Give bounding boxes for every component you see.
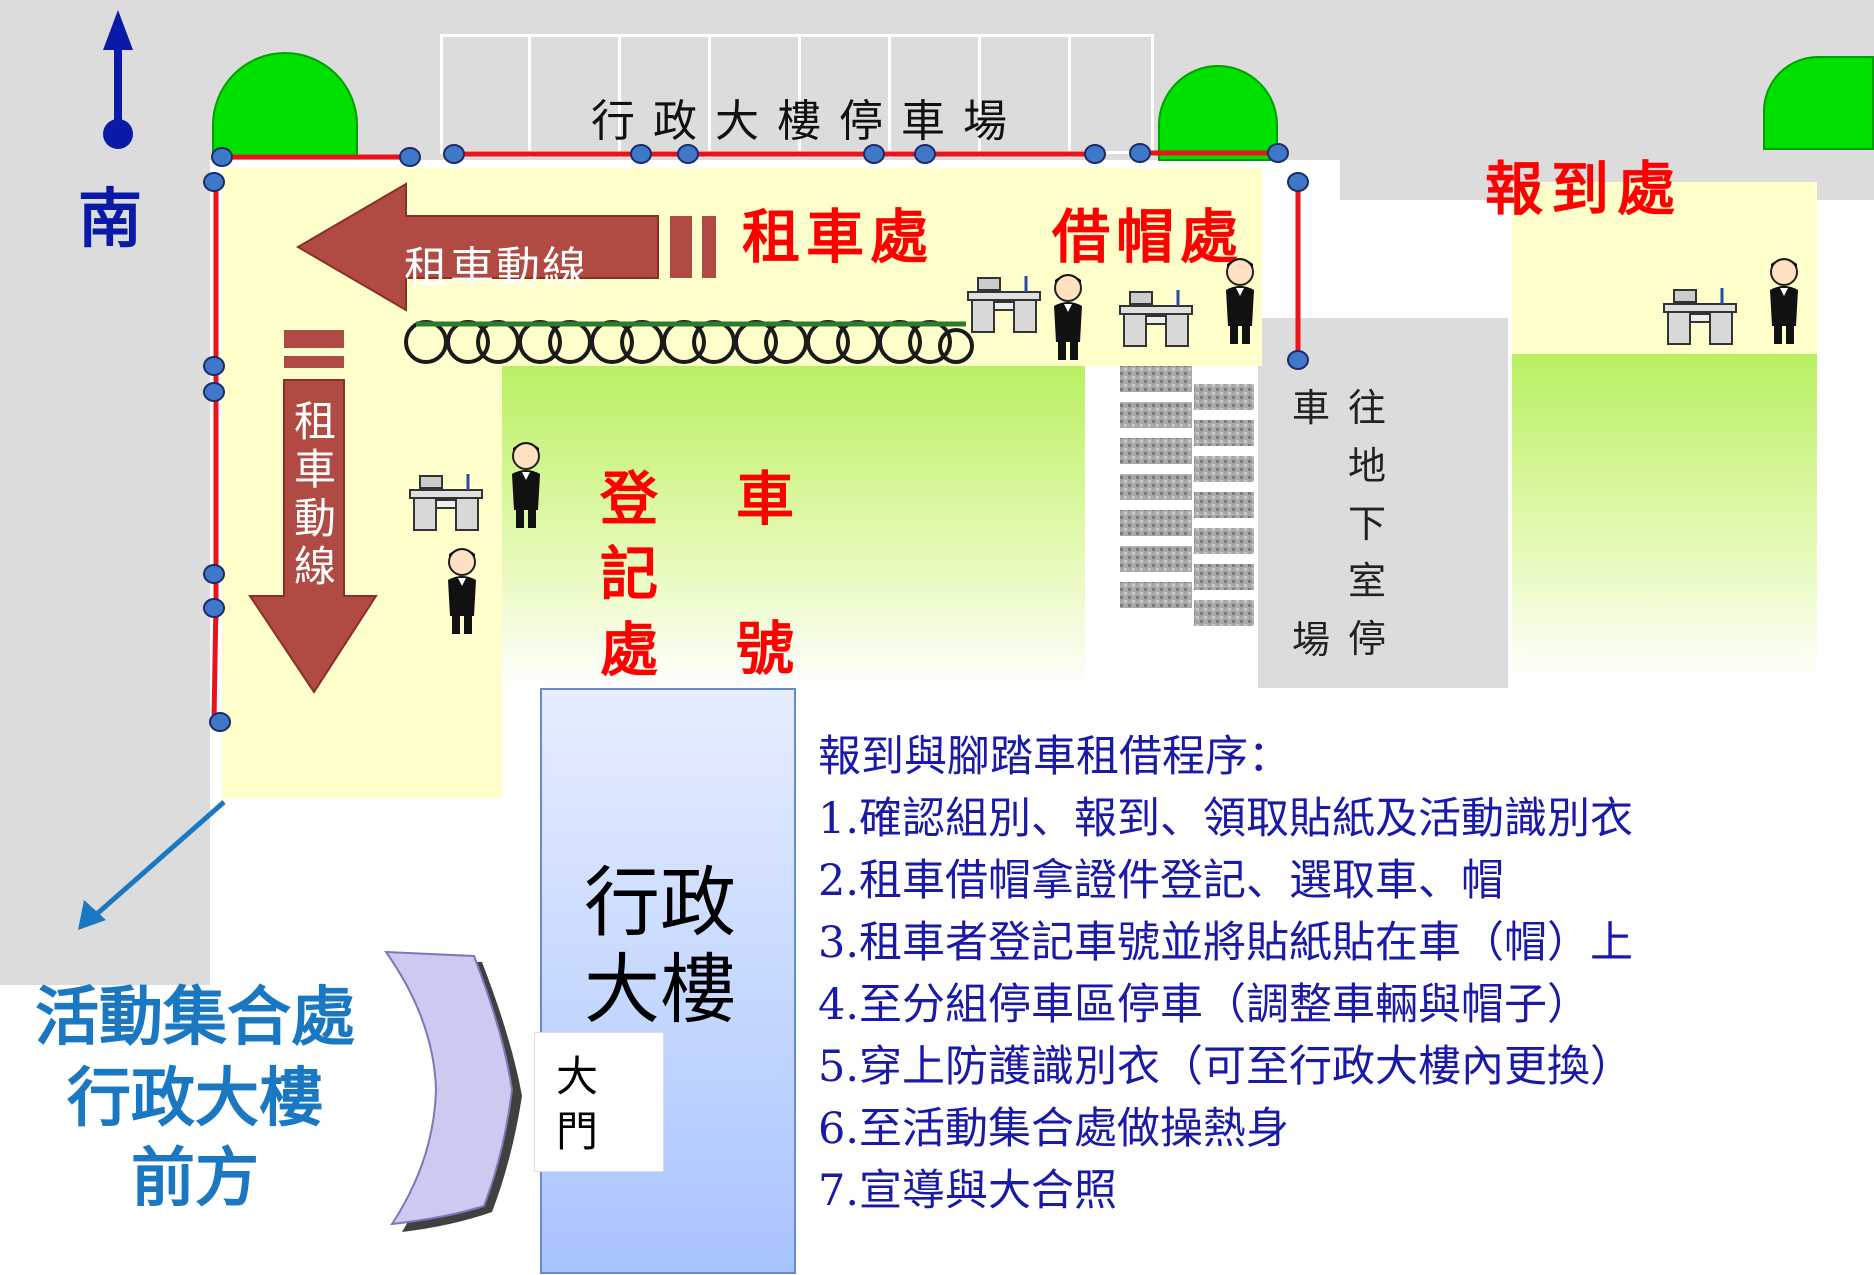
rental-flow-arrow-horizontal [296,182,716,312]
underground-label-right: 往 地 下 室 停 [1347,386,1386,661]
main-gate [534,1032,664,1172]
road-left [0,0,210,985]
staff-helmet [1226,258,1254,344]
staff-registration-1 [512,442,540,528]
rental-flow-label-vertical: 租 車 動 線 [293,397,336,591]
staff-rental [1054,274,1082,360]
procedure-step: 7.宣導與大合照 [818,1166,1118,1216]
registration-label-col1: 登 記 處 [600,465,659,684]
procedure-step: 5.穿上防護識別衣（可至行政大樓內更換） [818,1042,1634,1092]
staff-checkin [1770,258,1798,344]
underground-label-left: 車 場 [1291,386,1330,662]
checkin-desk [1663,288,1737,345]
registration-desk [409,474,483,531]
parking-lot-label: 行 政 大 樓 停 車 場 [591,96,1009,147]
rental-station-label: 租車處 [742,203,935,271]
assembly-arrow [78,800,226,930]
helmet-station-label: 借帽處 [1052,203,1245,271]
registration-label-col2: 車 號 [736,465,795,684]
building-label: 行政 大樓 [584,858,736,1034]
main-gate-label: 大 門 [556,1052,599,1156]
helmet-desk [1119,290,1193,347]
stairs [1120,366,1254,626]
rental-flow-label-horizontal: 租車動線 [404,243,588,294]
main-gate-canopy [384,950,522,1232]
direction-label: 南 [78,182,142,257]
procedure-step: 2.租車借帽拿證件登記、選取車、帽 [818,856,1505,906]
hedge-2 [1158,65,1278,161]
procedure-step: 1.確認組別、報到、領取貼紙及活動識別衣 [818,794,1634,844]
bicycle-row [404,320,974,364]
rental-flow-arrow-vertical [248,330,378,694]
procedure-step: 6.至活動集合處做操熱身 [818,1104,1290,1154]
procedure-list: 報到與腳踏車租借程序： 1.確認組別、報到、領取貼紙及活動識別衣 2.租車借帽拿… [818,726,1633,1222]
rental-desk [967,276,1041,333]
hedge-3 [1763,56,1874,150]
up-arrow-icon [103,10,133,149]
procedure-step: 4.至分組停車區停車（調整車輛與帽子） [818,980,1591,1030]
checkin-lawn [1512,352,1817,682]
procedure-title: 報到與腳踏車租借程序： [818,732,1291,782]
procedure-step: 3.租車者登記車號並將貼紙貼在車（帽）上 [818,918,1634,968]
administration-building [540,688,796,1274]
underground-ramp [1258,318,1508,688]
staff-registration-2 [448,548,476,634]
checkin-label: 報到處 [1485,155,1684,223]
assembly-label: 活動集合處 行政大樓 前方 [35,980,355,1217]
lawn [500,360,1085,690]
checkin-zone [1512,182,1817,354]
